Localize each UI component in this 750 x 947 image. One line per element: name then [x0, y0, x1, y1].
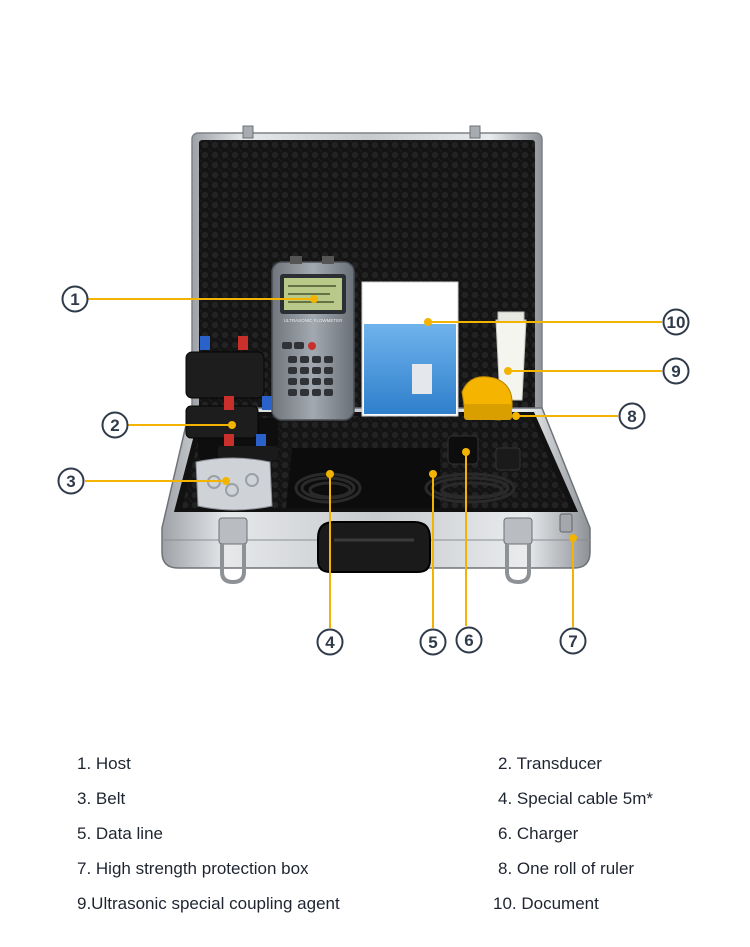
callout-3: 3: [57, 467, 85, 495]
tape-measure: [461, 376, 513, 421]
belt-bag: [195, 457, 273, 511]
callout-lines: [85, 298, 662, 628]
callout-8: 8: [618, 402, 646, 430]
callout-8-number: 8: [627, 407, 636, 426]
callout-7-number: 7: [568, 632, 577, 651]
callout-5: 5: [419, 628, 447, 656]
part-item-document: 10. Document: [493, 894, 599, 913]
product-scene: ULTRASONIC FLOWMETER: [57, 125, 690, 656]
device-keypad: [282, 342, 333, 396]
host-device: ULTRASONIC FLOWMETER: [271, 256, 355, 421]
callout-9-number: 9: [671, 362, 680, 381]
callout-7: 7: [559, 627, 587, 655]
part-item-coupling-agent: 9.Ultrasonic special coupling agent: [77, 894, 340, 913]
callout-2-number: 2: [110, 416, 119, 435]
callout-10: 10: [662, 308, 690, 336]
part-item-protection-box: 7. High strength protection box: [77, 859, 309, 878]
callout-6-number: 6: [464, 631, 473, 650]
part-item-ruler: 8. One roll of ruler: [498, 859, 635, 878]
device-model-label: ULTRASONIC FLOWMETER: [284, 318, 343, 323]
part-item-special-cable: 4. Special cable 5m*: [498, 789, 653, 808]
latch-right: [503, 517, 533, 585]
transducers: [185, 336, 278, 460]
coupling-agent-tube: [495, 311, 527, 401]
callout-4: 4: [316, 628, 344, 656]
callout-2: 2: [101, 411, 129, 439]
callout-5-number: 5: [428, 633, 437, 652]
callout-1: 1: [61, 285, 89, 313]
part-item-belt: 3. Belt: [77, 789, 126, 808]
part-item-data-line: 5. Data line: [77, 824, 163, 843]
callout-3-number: 3: [66, 472, 75, 491]
callout-4-number: 4: [325, 633, 335, 652]
case-handle: [317, 521, 431, 573]
key-lock: [559, 513, 573, 533]
document: [361, 281, 459, 417]
parts-list: 1. Host 2. Transducer 3. Belt 4. Special…: [0, 740, 750, 920]
callout-9: 9: [662, 357, 690, 385]
callout-dots: [222, 295, 577, 542]
part-item-host: 1. Host: [77, 754, 131, 773]
callout-1-number: 1: [70, 290, 79, 309]
callout-6: 6: [455, 626, 483, 654]
part-item-charger: 6. Charger: [498, 824, 579, 843]
part-item-transducer: 2. Transducer: [498, 754, 602, 773]
callout-10-number: 10: [667, 313, 686, 332]
latch-left: [218, 517, 248, 585]
